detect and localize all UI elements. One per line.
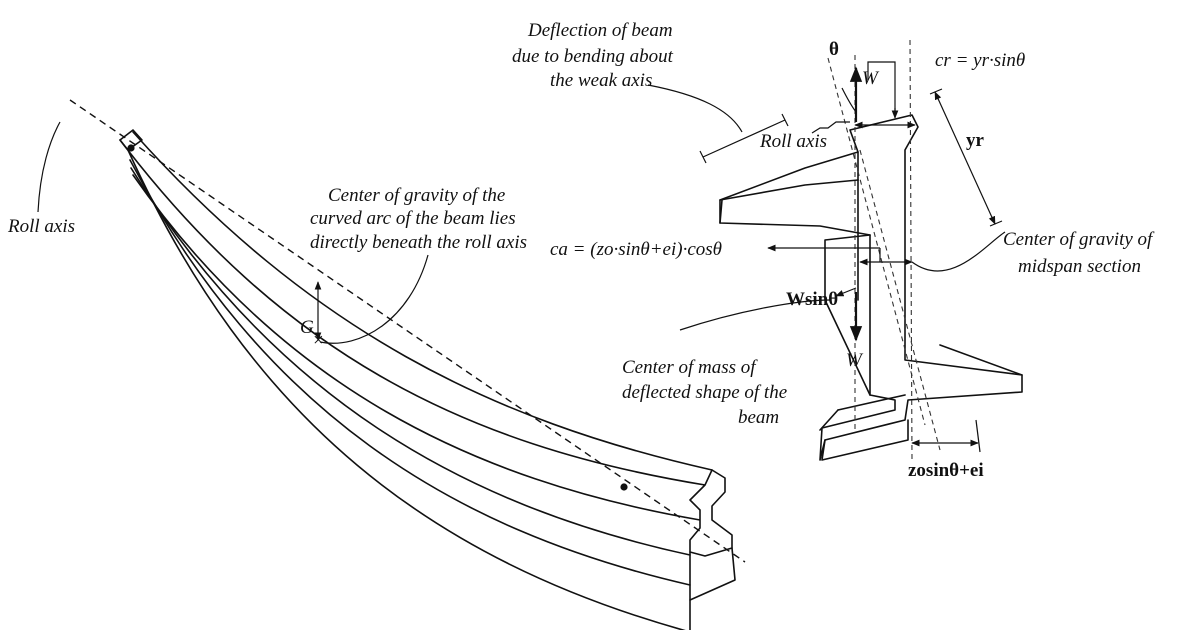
i-section-outline [719, 114, 1023, 461]
cg-arc-line-1: Center of gravity of the [328, 185, 505, 206]
beam-right-end-edge-2 [689, 547, 736, 601]
roll-axis-section-leader [811, 121, 850, 134]
cg-midspan-leader [911, 231, 1006, 272]
web-centerline [859, 149, 941, 451]
cg-midspan-line-2: midspan section [1018, 256, 1141, 277]
beam-edge-1 [127, 149, 686, 630]
curved-beam [119, 129, 736, 630]
center-mass-line-1: Center of mass of [622, 357, 758, 378]
right-vertical-axis [909, 39, 913, 461]
cg-arc-line-3: directly beneath the roll axis [310, 232, 527, 253]
beam-edge-4 [132, 174, 701, 521]
bottom-flange-right [939, 344, 1023, 376]
beam-edge-2 [129, 159, 691, 586]
roll-axis-section-label: Roll axis [759, 131, 827, 152]
deflection-bar [702, 119, 786, 158]
cg-midspan-label: Center of gravity of midspan section [1003, 229, 1155, 277]
ca-formula: ca = (zo·sinθ+ei)·cosθ [550, 239, 722, 260]
cg-midspan-line-1: Center of gravity of [1003, 229, 1155, 250]
bottom-flange-chamfer [819, 409, 839, 431]
cg-arc-leader [319, 254, 429, 344]
yr-label: yr [966, 130, 985, 151]
beam-edge-3 [130, 167, 691, 556]
zo-ei-tick [975, 419, 981, 453]
theta-label: θ [829, 39, 839, 60]
roll-axis-left-label: Roll axis [7, 216, 75, 237]
beam-top-back [132, 131, 713, 471]
bottom-flange-bevel [837, 394, 906, 411]
yr-tick-top [929, 88, 943, 95]
w-bottom-label: W [846, 350, 864, 371]
beam-top-front [119, 139, 706, 486]
w-sin-theta-arrow [835, 287, 857, 297]
deflection-label: Deflection of beam due to bending about … [512, 20, 674, 91]
beam-left-end [119, 129, 143, 151]
roll-axis-left-pin [127, 144, 135, 152]
center-mass-line-2: deflected shape of the [622, 382, 787, 403]
yr-tick-bottom [989, 220, 1003, 227]
top-flange-edge [719, 179, 859, 201]
g-label: G [300, 317, 314, 338]
w-sin-theta-label: Wsinθ [786, 289, 838, 310]
cr-leader [867, 61, 896, 115]
deflection-line-1: Deflection of beam [527, 20, 673, 41]
cr-formula: cr = yr·sinθ [935, 50, 1025, 71]
center-mass-leader [679, 299, 831, 331]
yr-dimension [934, 91, 996, 225]
roll-axis-line [69, 99, 746, 563]
center-mass-label: Center of mass of deflected shape of the… [622, 357, 787, 428]
cg-arc-line-2: curved arc of the beam lies [310, 208, 516, 229]
deflection-line-3: the weak axis [550, 70, 652, 91]
theta-arc [841, 87, 857, 113]
zo-ei-label: zosinθ+ei [908, 460, 984, 481]
top-flange-side [719, 199, 723, 224]
midspan-section [719, 114, 1023, 461]
g-mark: × [313, 330, 324, 351]
deflection-bar-tick-1 [699, 150, 707, 164]
roll-axis-leader [37, 121, 61, 213]
w-top-label: W [862, 68, 880, 89]
bottom-flange-front [821, 419, 909, 461]
deflection-leader [647, 84, 743, 133]
roll-axis-right-pin [620, 483, 628, 491]
deflection-bar-tick-2 [781, 113, 789, 127]
deflection-line-2: due to bending about [512, 46, 674, 67]
cg-curved-arc-label: Center of gravity of the curved arc of t… [310, 185, 527, 253]
web-left-face [824, 234, 871, 396]
tilted-axis [827, 57, 926, 426]
center-mass-line-3: beam [738, 407, 779, 428]
